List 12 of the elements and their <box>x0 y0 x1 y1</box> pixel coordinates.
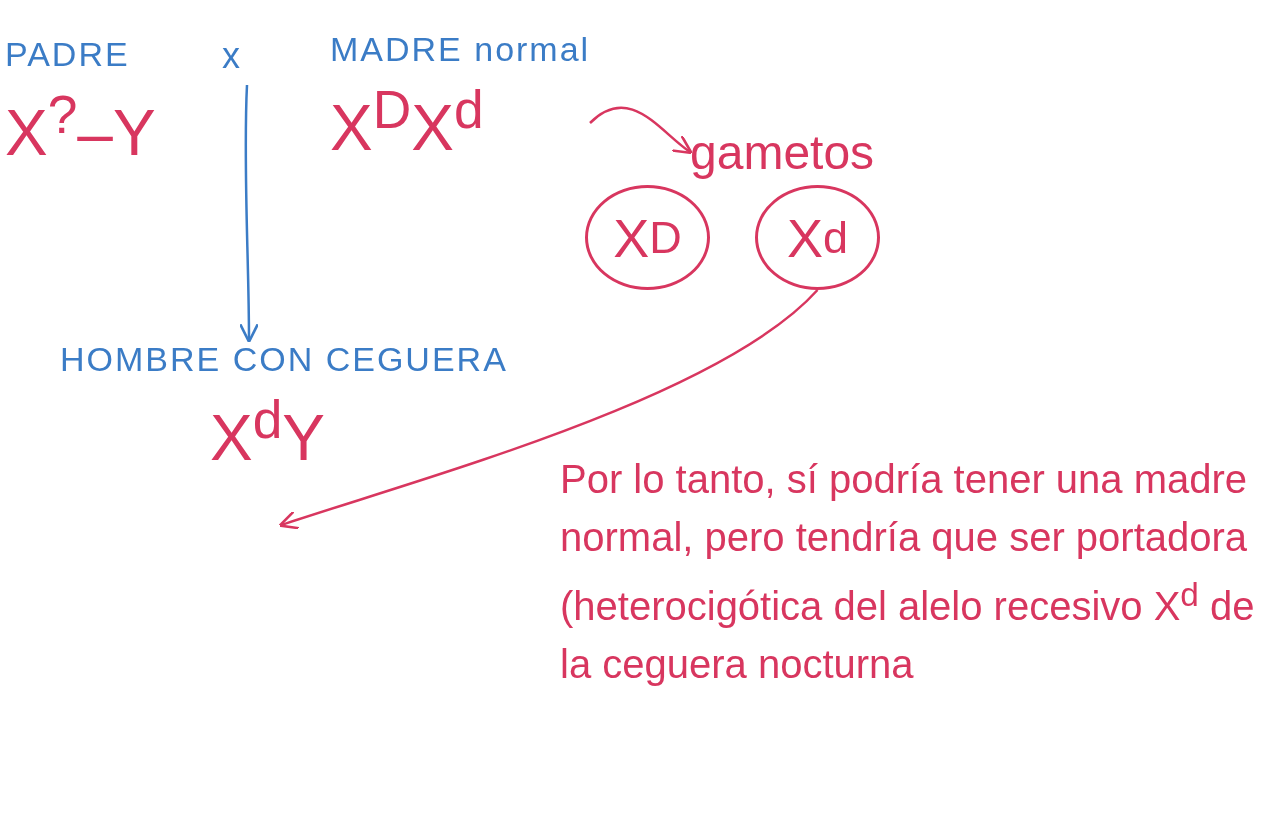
arrow <box>589 106 693 155</box>
genotype-text: X$^{D}$X$^{d}$ <box>330 79 485 166</box>
heading-text: MADRE normal <box>330 30 590 69</box>
heading-text: PADRE <box>5 35 131 74</box>
handwritten-word: gametos <box>690 125 910 185</box>
cross-sign: x <box>222 35 272 85</box>
heading-text: HOMBRE CON CEGUERA <box>60 340 509 379</box>
note-text: Por lo tanto, sí podría tener una madre normal, pero tendría que ser portadora (heterocigótica del alelo recesivo X$^{d}$ de la ceguera nocturna <box>560 456 1256 689</box>
genotype-text: X$^{d}$Y <box>210 389 327 476</box>
arrow <box>278 289 819 530</box>
genotype-text: X$^{?}$–Y <box>5 84 157 171</box>
arrow <box>238 84 259 344</box>
